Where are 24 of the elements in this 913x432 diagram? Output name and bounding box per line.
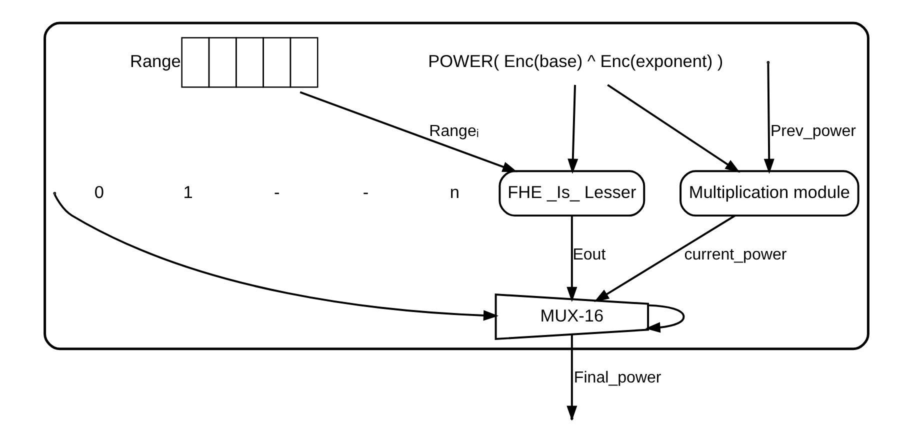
edge-label: Prev_power [770,122,856,140]
edge-label: Final_power [574,368,662,387]
arrow [300,91,518,172]
node-box: Multiplication module [680,170,860,217]
arrow [594,214,736,302]
node-box: MUX-16 [494,294,650,340]
arrow [764,64,774,174]
edge-label: current_power [684,245,787,264]
label: 1 [183,182,193,202]
node-text: POWER( Enc(base) ^ Enc(exponent) ) [428,51,724,72]
arrow [645,304,685,333]
arrow [568,84,578,174]
arrow [566,216,578,302]
node-label: Range [130,51,181,72]
arrow [54,194,499,321]
label: 0 [94,182,104,202]
arrow [607,84,740,173]
label: n [450,182,460,202]
label: - [362,182,369,202]
label: - [274,182,280,202]
edge-label: Eout [572,245,606,264]
cluster [44,22,870,350]
node-box: FHE _Is_ Lesser [498,170,646,217]
edge-label: Rangeᵢ [429,122,479,140]
